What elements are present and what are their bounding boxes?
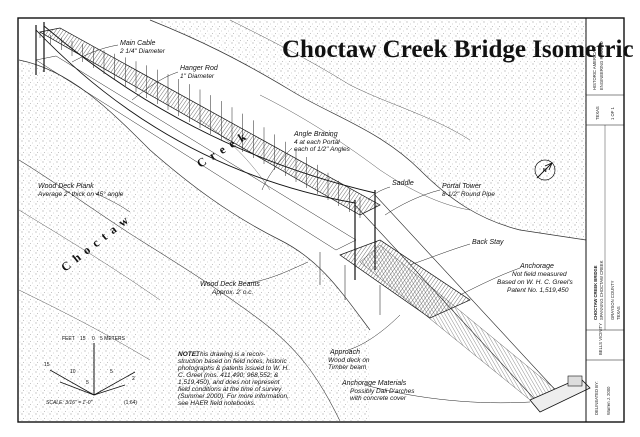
scale-left-tick: 10: [70, 369, 76, 375]
svg-text:N: N: [543, 168, 547, 174]
title-block-sheet: 1 OF 1: [610, 107, 615, 120]
title-block-delineator: DELINEATED BY:: [594, 381, 599, 415]
scale-text: SCALE: 3/16" = 1'-0": [46, 400, 93, 406]
hanger-rod-label: Hanger Rod: [180, 65, 219, 72]
scale-ratio: (1:64): [124, 400, 137, 406]
portal-tower-sub: 8-1/2" Round Pipe: [442, 191, 495, 198]
wood-deck-beams-label: Wood Deck Beams: [200, 281, 260, 288]
saddle-label: Saddle: [392, 180, 414, 187]
north-arrow-icon: N: [534, 159, 556, 181]
title-block: HISTORIC AMERICAN ENGINEERING RECORD TEX…: [585, 18, 624, 422]
title-block-county: GRAYSON COUNTY: [610, 280, 615, 320]
note-line: field conditions at the time of survey: [178, 386, 282, 393]
scale-feet-label: FEET: [62, 336, 75, 342]
scale-left-tick: 15: [44, 362, 50, 368]
leader-lines: [71, 44, 531, 404]
terrain: [18, 19, 587, 422]
drawing-title: Choctaw Creek Bridge Isometric: [282, 36, 634, 63]
scale-meters-label: 5 METERS: [100, 336, 126, 342]
anchorage-sub3: Patent No. 1,519,450: [507, 287, 569, 294]
anchorage-materials-sub2: with concrete cover: [350, 395, 407, 402]
wood-deck-beams-sub: Approx. 2' o.c.: [211, 289, 254, 296]
note-line: photographs & patents issued to W. H.: [177, 365, 289, 372]
bridge-span: [35, 22, 591, 413]
anchorage-materials-sub1: Possibly Dali D'arches: [350, 388, 415, 395]
note-line: see HAER field notebooks.: [178, 400, 256, 407]
scale-bar: FEET 15 0 5 METERS 15 10 5 5 2 SCALE: 3/…: [44, 336, 137, 406]
note-line: 1,519,450), and does not represent: [178, 379, 281, 386]
title-block-state: TEXAS: [616, 306, 621, 320]
main-cable-label: Main Cable: [120, 40, 156, 47]
approach-sub2: Timber beam: [328, 364, 367, 371]
scale-left-tick: 5: [86, 380, 89, 386]
title-block-location: SPANNING CHOCTAW CREEK: [599, 260, 604, 320]
main-cable-sub: 2 1/4" Diameter: [119, 48, 166, 55]
anchorage-label: Anchorage: [519, 263, 554, 270]
back-stay-label: Back Stay: [472, 239, 504, 246]
title-block-hist-1: HISTORIC AMERICAN: [592, 47, 597, 90]
title-block-belt: BELLS VICINITY: [598, 323, 603, 355]
sheet-border: [17, 17, 625, 423]
title-block-state-box: TEXAS: [595, 106, 600, 120]
wood-deck-plank-label: Wood Deck Plank: [38, 183, 94, 190]
title-block-delin-name: Warren J. 2000: [606, 386, 611, 415]
note-heading: NOTE:: [178, 351, 198, 358]
note-line: This drawing is a recon-: [196, 351, 266, 358]
note-line: (Summer 2000). For more information,: [178, 393, 289, 400]
back-stays: [354, 194, 561, 409]
approach-sub1: Wood deck on: [328, 357, 370, 364]
approach-label: Approach: [329, 349, 360, 356]
title-block-name: CHOCTAW CREEK BRIDGE: [593, 265, 598, 320]
angle-bracing-label: Angle Bracing: [293, 131, 338, 138]
wood-deck-plank-sub: Average 2" thick on 45° angle: [37, 190, 124, 198]
scale-zero: 0: [92, 336, 95, 342]
portal-tower-label: Portal Tower: [442, 183, 482, 190]
note-line: struction based on field notes, historic: [178, 358, 288, 365]
angle-bracing-sub1: 4 at each Portal: [294, 139, 340, 146]
hanger-rods: [39, 32, 361, 218]
survey-note: NOTE: This drawing is a recon- struction…: [177, 351, 289, 407]
note-line: C. Greel (nos. 411,490; 968,552; &: [178, 372, 278, 379]
anchorage-block: [529, 375, 591, 413]
scale-right-tick: 2: [132, 376, 135, 382]
angle-bracing-sub2: each of 1/2" Angles: [294, 146, 351, 153]
scale-right-tick: 5: [110, 369, 113, 375]
anchorage-sub1: Not field measured: [512, 271, 567, 278]
anchorage-materials-label: Anchorage Materials: [341, 380, 407, 387]
scale-feet-value: 15: [80, 336, 86, 342]
hanger-rod-sub: 1" Diameter: [180, 73, 215, 80]
anchorage-sub2: Based on W. H. C. Greel's: [497, 279, 574, 286]
title-block-hist-2: ENGINEERING RECORD: [599, 41, 604, 90]
